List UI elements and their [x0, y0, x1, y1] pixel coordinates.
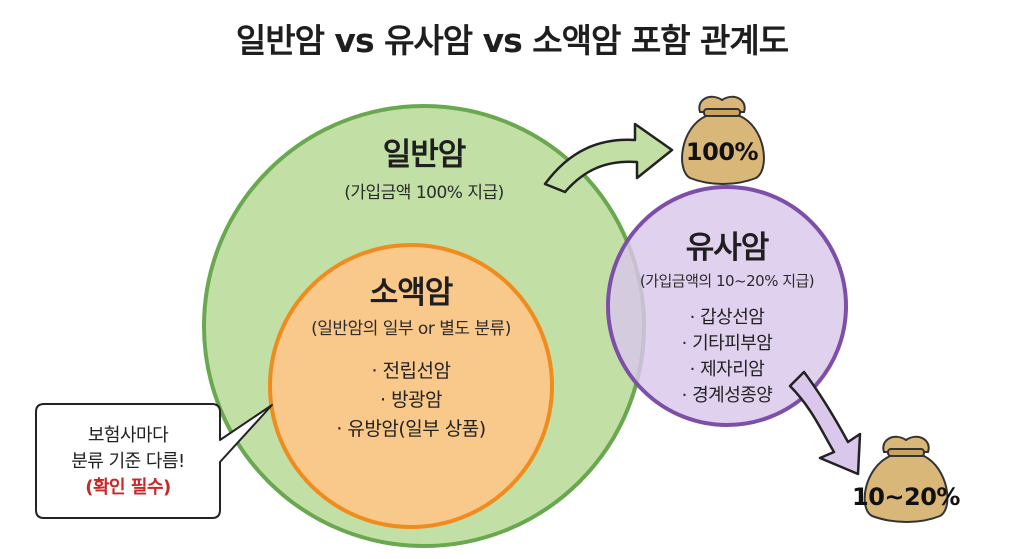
- money-bag-icon: [863, 435, 949, 523]
- general-cancer-title: 일반암: [382, 137, 467, 173]
- callout-line: 분류 기준 다름!: [71, 451, 185, 472]
- list-item: · 전립선암: [371, 360, 452, 382]
- callout-warning: (확인 필수): [85, 477, 171, 498]
- page-title: 일반암 vs 유사암 vs 소액암 포함 관계도: [235, 21, 789, 60]
- callout-text: 보험사마다 분류 기준 다름! (확인 필수): [36, 423, 220, 501]
- similar-cancer-payout: (가입금액의 10~20% 지급): [639, 272, 815, 290]
- curved-arrow-down-right-icon: [788, 370, 862, 476]
- list-item: · 경계성종양: [681, 385, 773, 406]
- similar-cancer-circle: [606, 185, 848, 427]
- small-cancer-title: 소액암: [369, 275, 454, 311]
- similar-payout-amount: 10~20%: [852, 483, 960, 511]
- small-cancer-list: · 전립선암 · 방광암 · 유방암(일부 상품): [306, 357, 516, 444]
- general-cancer-payout: (가입금액 100% 지급): [344, 183, 504, 203]
- small-cancer-note: (일반암의 일부 or 별도 분류): [311, 319, 511, 339]
- callout-line: 보험사마다: [87, 425, 169, 446]
- general-payout-amount: 100%: [685, 138, 759, 166]
- curved-arrow-right-icon: [543, 122, 674, 194]
- callout-bubble: [35, 403, 273, 519]
- list-item: · 제자리암: [689, 359, 765, 380]
- small-cancer-circle: [268, 243, 554, 529]
- similar-cancer-title: 유사암: [685, 230, 770, 266]
- money-bag-icon: [681, 95, 765, 185]
- list-item: · 갑상선암: [689, 307, 765, 328]
- list-item: · 기타피부암: [681, 333, 773, 354]
- list-item: · 유방암(일부 상품): [336, 418, 486, 440]
- similar-cancer-list: · 갑상선암 · 기타피부암 · 제자리암 · 경계성종양: [647, 305, 807, 409]
- list-item: · 방광암: [379, 389, 443, 411]
